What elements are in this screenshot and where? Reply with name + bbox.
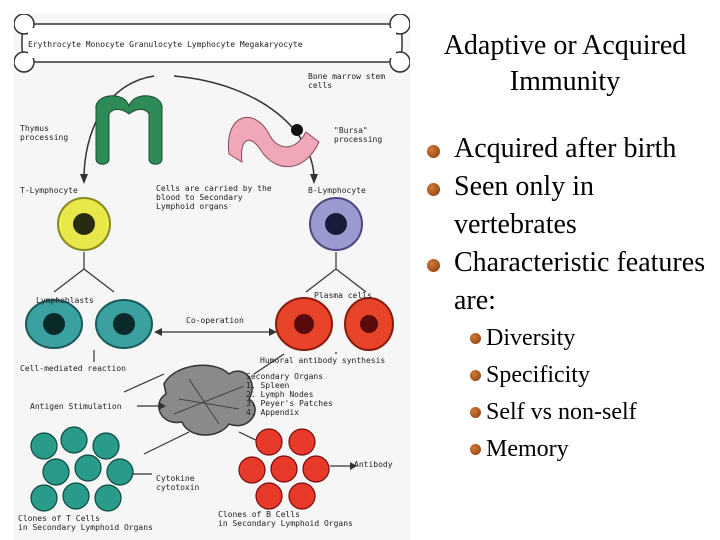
- bullet-dot-icon: [427, 259, 440, 272]
- sub-bullet-dot-icon: [470, 370, 481, 381]
- sub-bullet-text: Specificity: [486, 362, 590, 388]
- secondary-lymphoid-organ: [158, 364, 256, 436]
- t-cell-clones: [30, 426, 134, 512]
- humoral-label: Humoral antibody synthesis: [260, 356, 386, 365]
- sub-bullet-item: Self vs non-self: [456, 394, 720, 431]
- bullet-text: Acquired after birth: [454, 133, 677, 164]
- antibody-label: Antibody: [354, 460, 393, 469]
- carried-label: Cells are carried by the blood to Second…: [156, 184, 272, 211]
- sub-bullet-dot-icon: [470, 444, 481, 455]
- sub-bullet-dot-icon: [470, 407, 481, 418]
- antigen-label: Antigen Stimulation: [30, 402, 122, 411]
- sub-bullet-item: Diversity: [456, 320, 720, 357]
- secondary-organs-label: Secondary Organs 1. Spleen 2. Lymph Node…: [246, 372, 333, 417]
- bullet-list: Acquired after birth Seen only in verteb…: [424, 130, 720, 468]
- bullet-item: Seen only in vertebrates: [424, 168, 720, 244]
- bone-cells-label: Erythrocyte Monocyte Granulocyte Lymphoc…: [28, 40, 303, 49]
- clones-b-label: Clones of B Cells in Secondary Lymphoid …: [218, 510, 353, 528]
- sub-bullet-item: Memory: [456, 431, 720, 468]
- plasma-label: Plasma cells: [314, 291, 372, 300]
- bullet-text: Characteristic features are:: [454, 247, 706, 316]
- t-lymphocyte-label: T-Lymphocyte: [20, 186, 78, 195]
- bone-marrow-bone: [14, 14, 410, 73]
- sub-bullet-dot-icon: [470, 333, 481, 344]
- thymus-label: Thymus processing: [20, 124, 69, 142]
- title-line-1: Adaptive or Acquired: [443, 30, 687, 61]
- bullet-dot-icon: [427, 183, 440, 196]
- bullet-dot-icon: [427, 145, 440, 158]
- plasma-cells: [275, 297, 394, 351]
- cooperation-label: Co-operation: [186, 316, 244, 325]
- bullet-item: Acquired after birth: [424, 130, 720, 168]
- slide-title: Adaptive or Acquired Immunity: [410, 28, 720, 100]
- clones-t-label: Clones of T Cells in Secondary Lymphoid …: [18, 514, 153, 532]
- immune-diagram: Erythrocyte Monocyte Granulocyte Lymphoc…: [14, 14, 410, 540]
- sub-bullet-text: Self vs non-self: [486, 399, 637, 425]
- bursa-label: "Bursa" processing: [334, 126, 383, 144]
- sub-bullet-item: Specificity: [456, 357, 720, 394]
- lymphoblasts: [25, 299, 153, 349]
- b-lymphocyte-label: B-Lymphocyte: [308, 186, 366, 195]
- b-cell-clones: [238, 428, 330, 510]
- bone-marrow-label: Bone marrow stem cells: [308, 72, 386, 90]
- bullet-item: Characteristic features are:: [424, 244, 720, 320]
- cytokine-label: Cytokine cytotoxin: [156, 474, 200, 492]
- cell-mediated-label: Cell-mediated reaction: [20, 364, 126, 373]
- sub-bullet-text: Memory: [486, 436, 569, 462]
- lymphoblasts-label: Lymphoblasts: [36, 296, 94, 305]
- diagram-graphics: [14, 14, 410, 512]
- title-line-2: Immunity: [509, 66, 621, 97]
- thymus: [95, 95, 163, 165]
- bullet-text: Seen only in vertebrates: [454, 171, 594, 240]
- bursa: [227, 117, 320, 167]
- sub-bullet-text: Diversity: [486, 325, 576, 351]
